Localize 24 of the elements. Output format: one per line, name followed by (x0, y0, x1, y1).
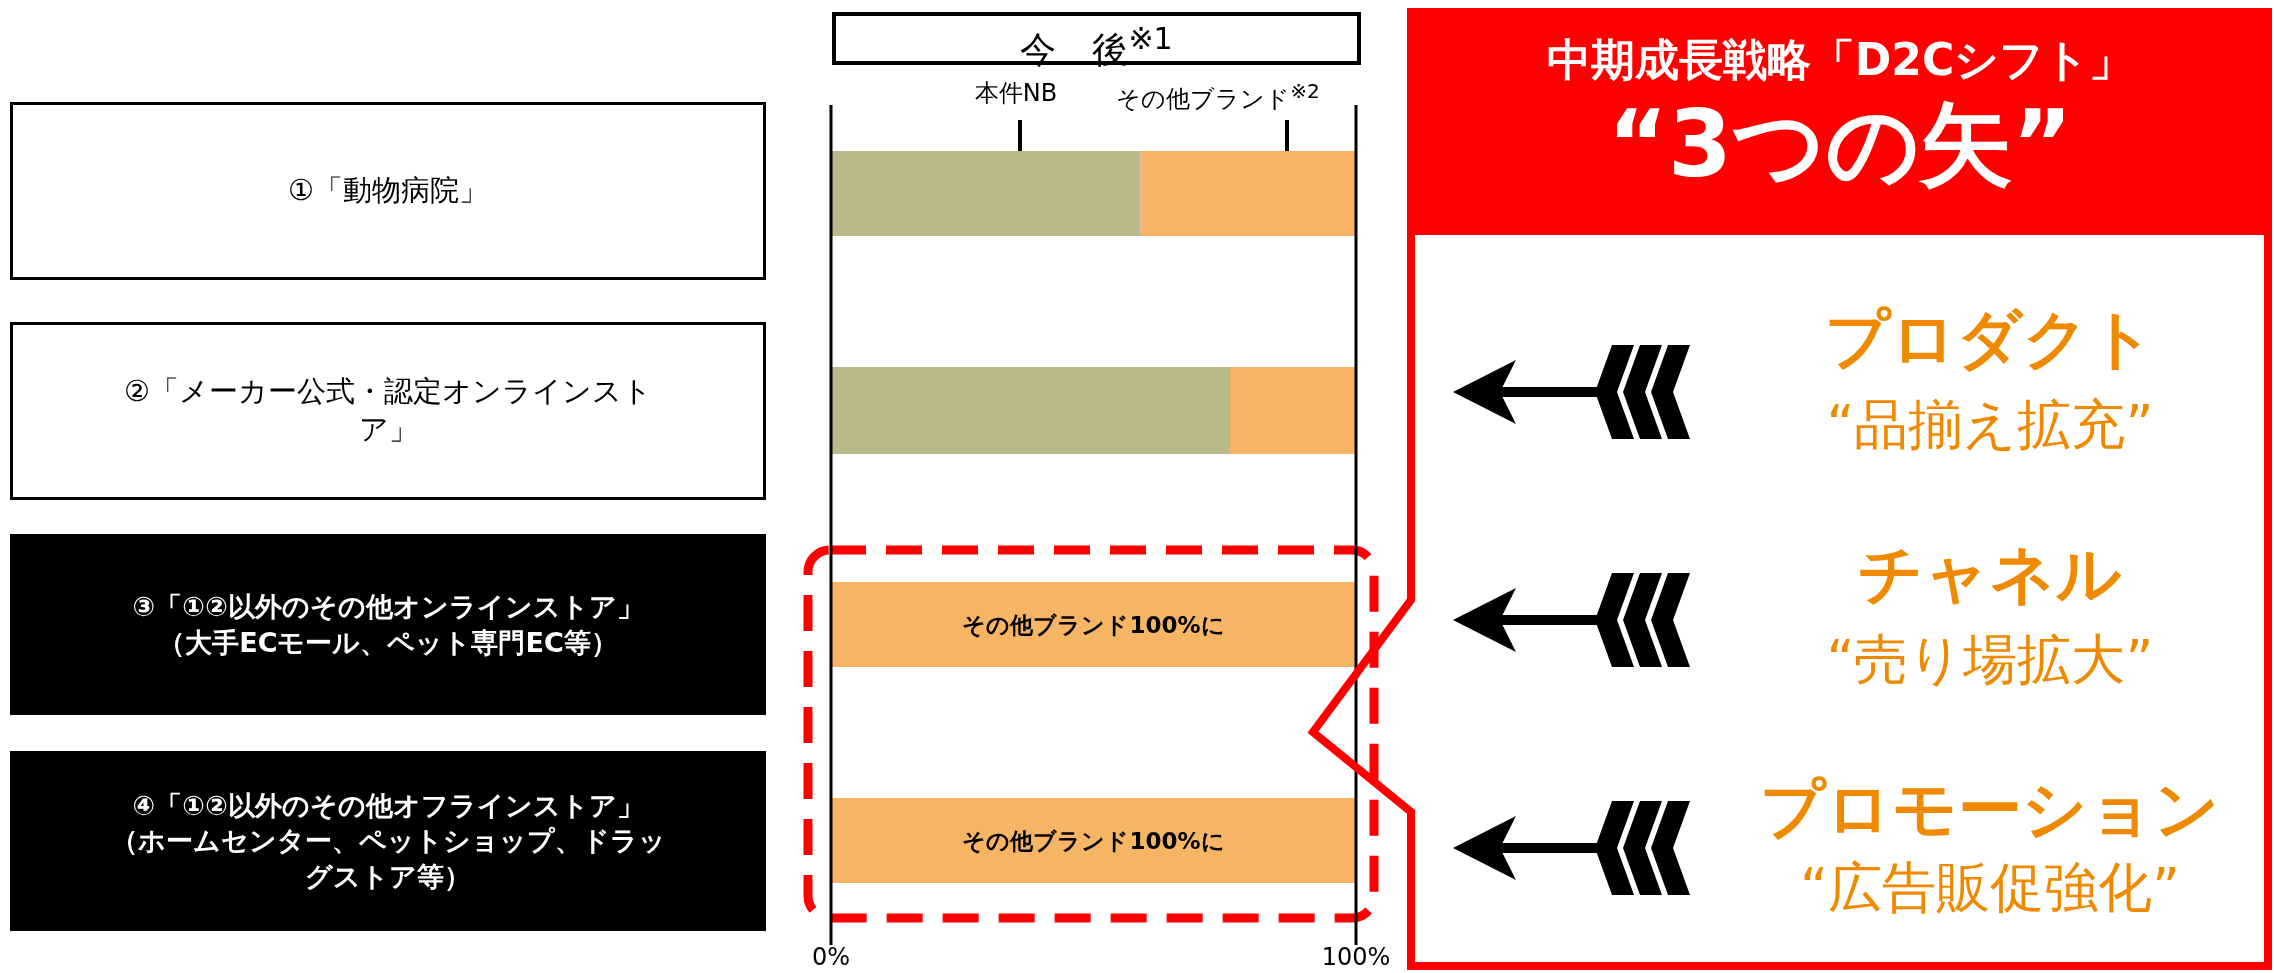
series-label: 本件NB (974, 80, 1058, 108)
strategy-name: プロモーション (1760, 773, 2220, 847)
series-label: その他ブランド$^{※2}$ (1116, 80, 1320, 114)
strategy-subtitle: “売り場拡大” (1826, 628, 2154, 692)
panel-heading: 中期成長戦略「D2Cシフト」 (1546, 34, 2134, 86)
category-name: ①「動物病院」 (288, 172, 488, 210)
category-box-dark (10, 534, 766, 715)
panel-title: “3つの矢” (1607, 92, 2073, 198)
category-name: ④「①②以外のその他オフラインストア」 (132, 789, 644, 824)
category-box (10, 322, 766, 500)
category-box-dark (10, 751, 766, 931)
axis-tick-label: 0% (811, 944, 851, 972)
category-name: ③「①②以外のその他オンラインストア」 (132, 590, 644, 625)
category-note: （大手ECモール、ペット専門EC等） (158, 625, 618, 660)
strategy-subtitle: “品揃え拡充” (1826, 393, 2154, 457)
strategy-name: チャネル (1858, 538, 2122, 612)
category-note: （ホームセンター、ペットショップ、ドラッグストア等） (109, 824, 667, 894)
bar-annotation: その他ブランド100%に (962, 827, 1225, 854)
category-box (10, 102, 766, 280)
bar-annotation: その他ブランド100%に (962, 611, 1225, 638)
strategy-subtitle: “広告販促強化” (1800, 856, 2180, 920)
axis-tick-label: 100% (1321, 944, 1391, 972)
category-name: ②「メーカー公式・認定オンラインストア」 (123, 373, 653, 448)
strategy-name: プロダクト (1825, 303, 2155, 377)
